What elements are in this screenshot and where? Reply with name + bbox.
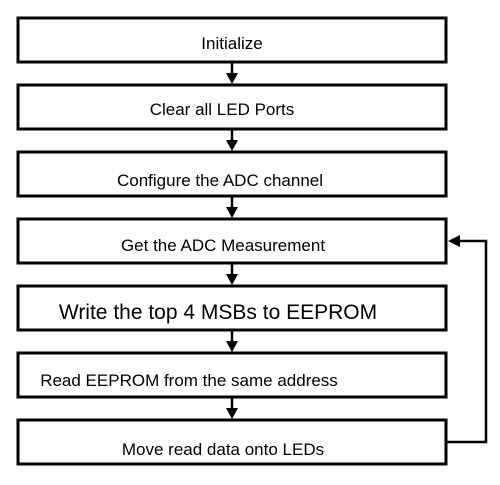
step-box-1 bbox=[16, 16, 448, 64]
step-box-6 bbox=[16, 351, 448, 399]
step-box-4 bbox=[16, 217, 448, 265]
step-label-6: Read EEPROM from the same address bbox=[40, 371, 338, 390]
step-label-5: Write the top 4 MSBs to EEPROM bbox=[59, 301, 377, 324]
loop-back-arrow bbox=[446, 235, 488, 444]
step-read-eeprom: Read EEPROM from the same address bbox=[16, 351, 448, 399]
arrow-2-to-3 bbox=[226, 129, 238, 151]
step-label-7: Move read data onto LEDs bbox=[122, 440, 324, 459]
step-move-data-to-leds: Move read data onto LEDs bbox=[16, 418, 448, 466]
step-configure-adc: Configure the ADC channel bbox=[16, 150, 448, 198]
arrow-6-to-7 bbox=[226, 397, 238, 419]
step-label-2: Clear all LED Ports bbox=[150, 100, 295, 119]
step-write-eeprom: Write the top 4 MSBs to EEPROM bbox=[16, 284, 448, 332]
arrow-1-to-2 bbox=[226, 62, 238, 84]
step-label-1: Initialize bbox=[201, 34, 262, 53]
step-initialize: Initialize bbox=[16, 16, 448, 64]
arrow-5-to-6 bbox=[226, 330, 238, 352]
step-get-adc-measurement: Get the ADC Measurement bbox=[16, 217, 448, 265]
arrow-3-to-4 bbox=[226, 196, 238, 218]
step-clear-led-ports: Clear all LED Ports bbox=[16, 83, 448, 131]
step-label-3: Configure the ADC channel bbox=[117, 171, 323, 190]
arrow-4-to-5 bbox=[226, 263, 238, 285]
step-box-7 bbox=[16, 418, 448, 466]
step-label-4: Get the ADC Measurement bbox=[121, 236, 325, 255]
